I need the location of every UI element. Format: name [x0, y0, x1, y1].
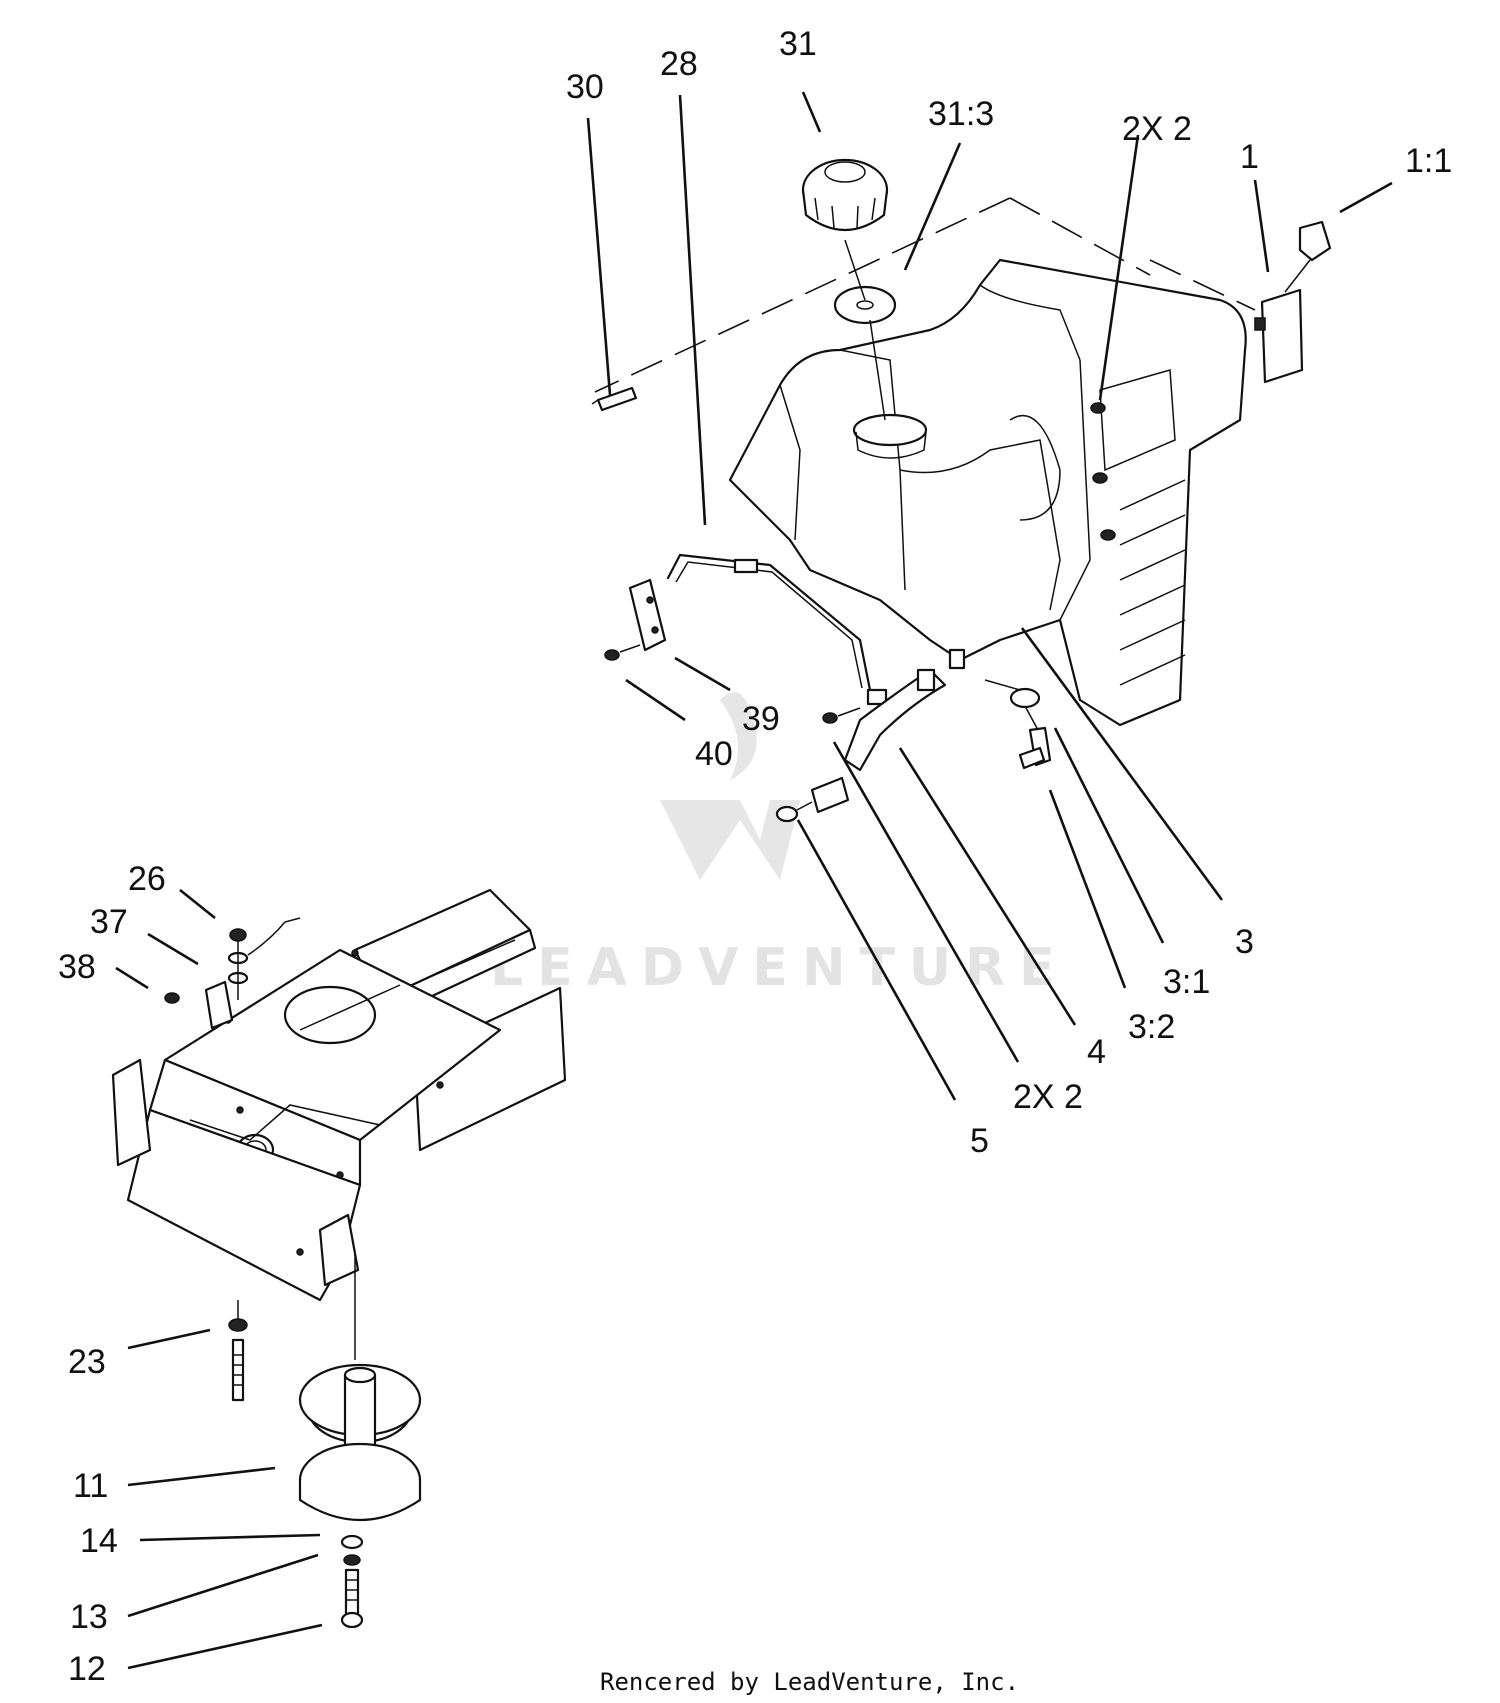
callout-26: 26 [128, 860, 166, 898]
filler-neck [852, 413, 928, 447]
callout-5: 5 [970, 1122, 989, 1160]
fuel-line-tube [666, 553, 888, 706]
callout-37: 37 [90, 903, 128, 941]
fuel-tank [728, 258, 1247, 727]
callout-13: 13 [70, 1598, 108, 1636]
callout-1-1: 1:1 [1405, 142, 1452, 180]
mounting-screws-bottom [822, 707, 861, 724]
mounting-screws-top [1090, 402, 1116, 541]
fuel-tank-assembly [594, 197, 1256, 727]
callout-3: 3 [1235, 923, 1254, 961]
callout-2x2-top: 2X 2 [1122, 110, 1192, 148]
callout-14: 14 [80, 1522, 118, 1560]
hose-clamp [775, 776, 850, 823]
frame-bolt [228, 1300, 248, 1402]
frame-assembly [111, 888, 567, 1302]
footer-credit: Rencered by LeadVenture, Inc. [600, 1668, 1019, 1696]
callout-31-3: 31:3 [928, 95, 994, 133]
frame-plate-hole [283, 985, 377, 1045]
callout-31: 31 [779, 25, 817, 63]
fuel-line-bracket [628, 578, 667, 652]
callout-38: 38 [58, 948, 96, 986]
callout-30: 30 [566, 68, 604, 106]
callout-2x2-bottom: 2X 2 [1013, 1078, 1083, 1116]
pulley-bolt [340, 1568, 364, 1629]
drive-pulley [298, 1255, 422, 1522]
fuel-hose [843, 648, 966, 772]
callout-4: 4 [1087, 1033, 1106, 1071]
watermark-logo [660, 692, 800, 880]
fuel-cap [801, 158, 889, 232]
bracket-screw [604, 644, 641, 661]
fuel-cap-gasket [833, 285, 897, 325]
callout-23: 23 [68, 1343, 106, 1381]
callout-3-2: 3:2 [1128, 1008, 1175, 1046]
leader-lines [115, 91, 1393, 1670]
callout-1: 1 [1240, 138, 1259, 176]
watermark-text: LEADVENTURE [490, 938, 1069, 998]
fuel-shutoff-valve [984, 679, 1052, 770]
pulley-lock-washer [343, 1554, 361, 1566]
callout-40: 40 [695, 735, 733, 773]
callout-3-1: 3:1 [1163, 963, 1210, 1001]
callout-28: 28 [660, 45, 698, 83]
ground-terminal-hardware [164, 917, 301, 1030]
switch-knob [1298, 220, 1332, 262]
pin [591, 386, 638, 412]
callout-12: 12 [68, 1650, 106, 1688]
ignition-switch [1254, 259, 1311, 384]
callout-11: 11 [73, 1467, 108, 1505]
pulley-washer [340, 1534, 364, 1550]
callout-39: 39 [742, 700, 780, 738]
